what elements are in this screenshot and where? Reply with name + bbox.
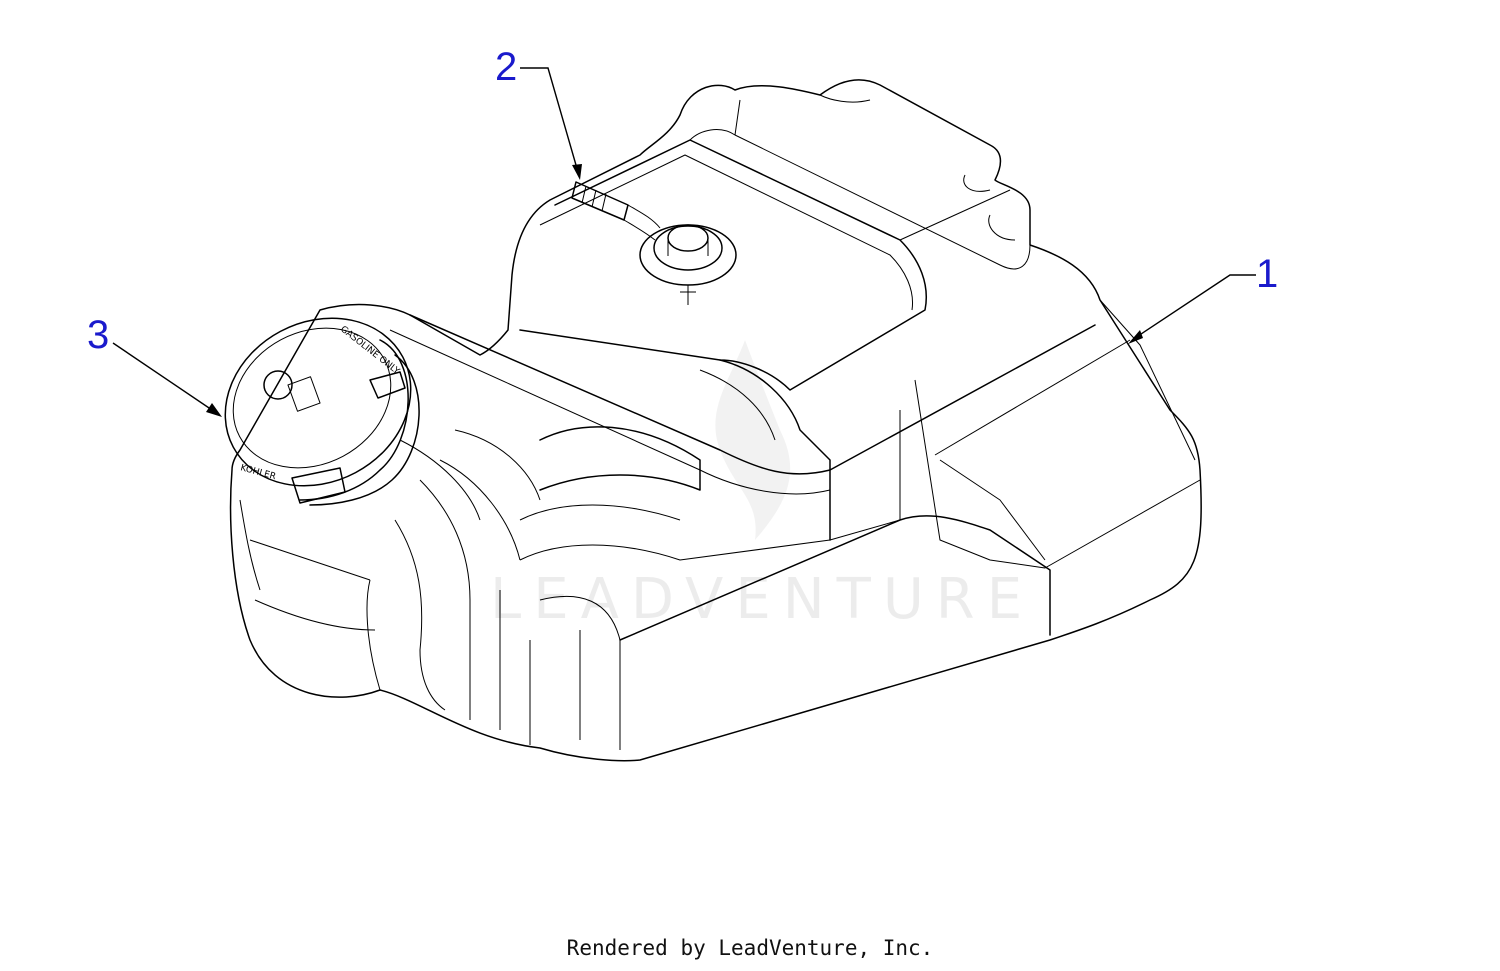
callout-3-arrowhead [206, 403, 222, 417]
callout-2-leader [520, 67, 579, 173]
callout-3-number[interactable]: 3 [87, 313, 109, 357]
fuel-tank [229, 79, 1202, 762]
callout-3[interactable]: 3 [87, 313, 222, 417]
vent-fitting [571, 181, 737, 305]
callout-1-leader [1134, 274, 1256, 339]
cap-warning-text: GASOLINE ONLY [338, 324, 401, 377]
footer-credit: Rendered by LeadVenture, Inc. [566, 936, 934, 960]
callout-2-arrowhead [572, 164, 582, 180]
callout-2-number[interactable]: 2 [495, 45, 517, 89]
watermark: LEADVENTURE [490, 340, 1034, 632]
callout-3-leader [112, 342, 216, 413]
watermark-text: LEADVENTURE [490, 567, 1034, 632]
callout-1[interactable]: 1 [1128, 252, 1278, 344]
callout-1-number[interactable]: 1 [1256, 252, 1278, 296]
callout-2[interactable]: 2 [495, 45, 582, 180]
fuel-cap: KOHLER GASOLINE ONLY [224, 317, 420, 506]
callout-1-arrowhead [1128, 330, 1143, 344]
cap-brand-text: KOHLER [239, 463, 277, 482]
